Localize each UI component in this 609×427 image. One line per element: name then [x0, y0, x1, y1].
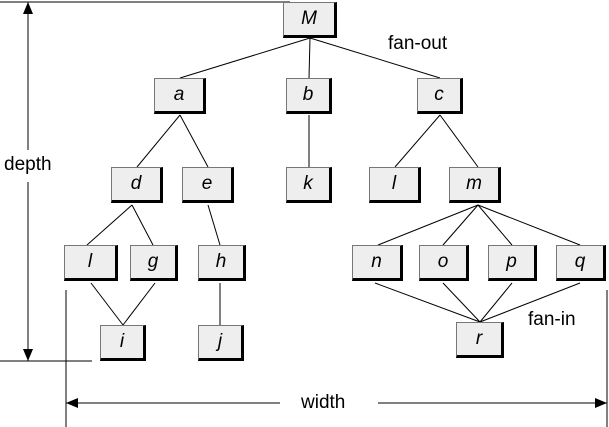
edge-a-d: [136, 114, 181, 168]
node-d: d: [111, 167, 163, 203]
edge-d-l: [86, 204, 133, 246]
node-o: o: [419, 245, 469, 281]
fan-in-label: fan-in: [524, 310, 580, 330]
node-l-right: l: [369, 167, 421, 203]
edge-c-m: [439, 114, 479, 168]
edge-m-o: [442, 204, 479, 246]
edge-M-b: [308, 37, 311, 79]
depth-label: depth: [0, 155, 56, 175]
depth-arrow-down: [23, 349, 33, 361]
edge-m-q: [477, 204, 581, 246]
node-q: q: [556, 245, 606, 281]
edge-M-c: [309, 37, 441, 79]
node-c: c: [417, 78, 463, 114]
edge-d-g: [131, 204, 154, 246]
node-b: b: [286, 78, 332, 114]
node-j: j: [198, 325, 244, 361]
node-a: a: [154, 78, 206, 114]
node-g: g: [130, 245, 178, 281]
edge-l-i: [90, 282, 124, 326]
node-M: M: [283, 2, 337, 38]
node-l-left: l: [64, 245, 118, 281]
node-r: r: [456, 322, 504, 358]
node-n: n: [352, 245, 403, 281]
node-p: p: [488, 245, 537, 281]
edge-m-n: [377, 204, 479, 246]
node-i: i: [100, 325, 146, 361]
node-m: m: [449, 167, 501, 203]
width-label: width: [297, 393, 350, 413]
edge-M-a: [179, 37, 311, 79]
width-arrow-right: [595, 398, 607, 408]
node-e: e: [182, 167, 234, 203]
edge-o-r: [442, 282, 481, 323]
edge-e-h: [207, 204, 221, 246]
node-h: h: [198, 245, 246, 281]
node-k: k: [286, 167, 332, 203]
edge-n-r: [374, 282, 481, 323]
edge-m-p: [477, 204, 513, 246]
width-arrow-left: [66, 398, 78, 408]
edge-q-r: [479, 282, 581, 323]
fan-out-label: fan-out: [384, 34, 452, 54]
depth-arrow-up: [23, 2, 33, 14]
edge-p-r: [479, 282, 513, 323]
edge-g-i: [122, 282, 156, 326]
edge-a-e: [179, 114, 209, 168]
edge-c-l: [394, 114, 441, 168]
